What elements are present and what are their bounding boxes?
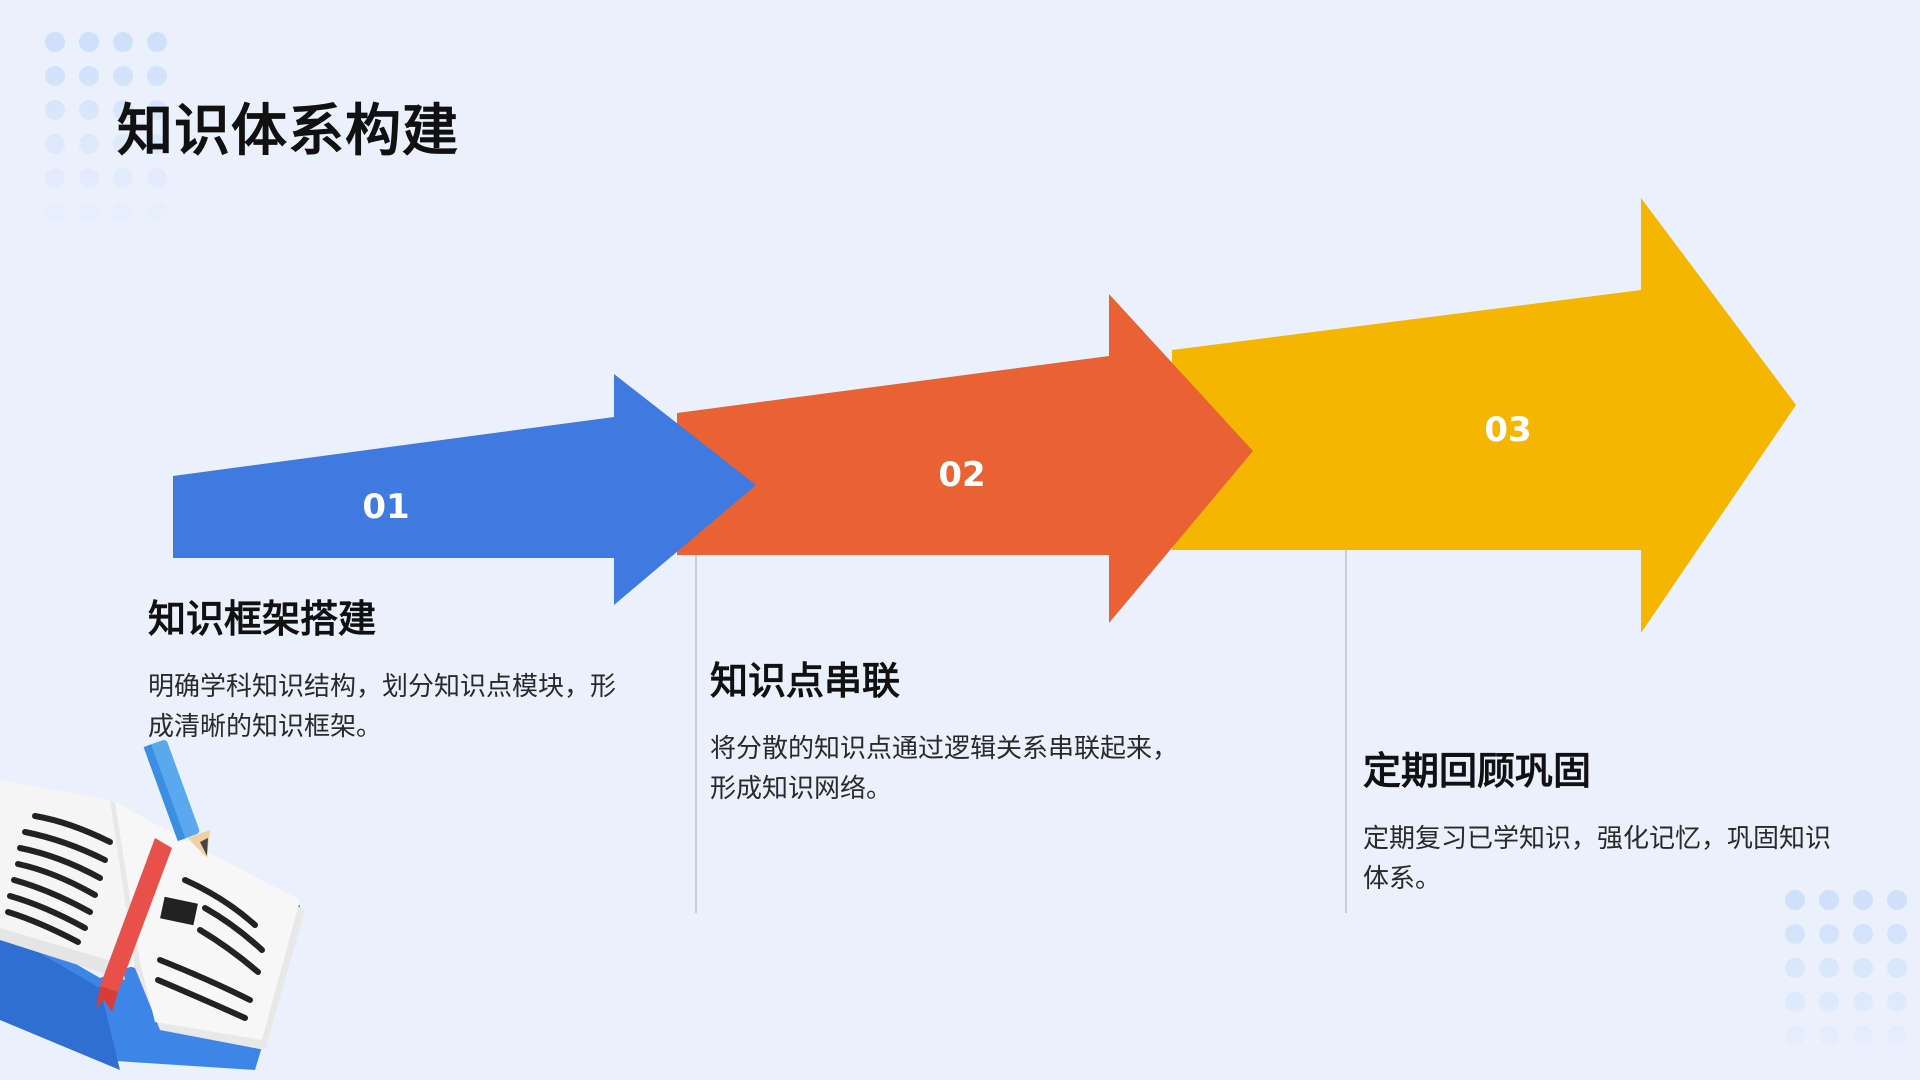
step-number-1: 01 bbox=[362, 487, 409, 527]
step-1-desc: 明确学科知识结构，划分知识点模块，形成清晰的知识框架。 bbox=[148, 672, 617, 742]
book-icon bbox=[0, 740, 305, 1070]
step-3-text: 定期回顾巩固 定期复习已学知识，强化记忆，巩固知识体系。 bbox=[1363, 740, 1833, 899]
step-3-title: 定期回顾巩固 bbox=[1363, 749, 1592, 793]
step-arrow-1 bbox=[173, 374, 756, 605]
step-number-2: 02 bbox=[938, 455, 985, 495]
step-1-text: 知识框架搭建 明确学科知识结构，划分知识点模块，形成清晰的知识框架。 bbox=[148, 588, 628, 747]
step-2-desc: 将分散的知识点通过逻辑关系串联起来，形成知识网络。 bbox=[710, 734, 1179, 804]
dot-pattern-bottom-right bbox=[1785, 890, 1907, 1046]
divider-1 bbox=[695, 555, 697, 913]
step-2-text: 知识点串联 将分散的知识点通过逻辑关系串联起来，形成知识网络。 bbox=[710, 650, 1180, 809]
step-arrow-2 bbox=[677, 294, 1253, 623]
dot-pattern-top-left bbox=[45, 32, 167, 222]
divider-2 bbox=[1345, 550, 1347, 913]
step-2-title: 知识点串联 bbox=[710, 659, 901, 703]
step-arrow-3 bbox=[1172, 198, 1796, 633]
step-1-title: 知识框架搭建 bbox=[148, 597, 377, 641]
step-number-3: 03 bbox=[1484, 410, 1531, 450]
page-title: 知识体系构建 bbox=[117, 99, 459, 164]
step-3-desc: 定期复习已学知识，强化记忆，巩固知识体系。 bbox=[1363, 824, 1832, 894]
